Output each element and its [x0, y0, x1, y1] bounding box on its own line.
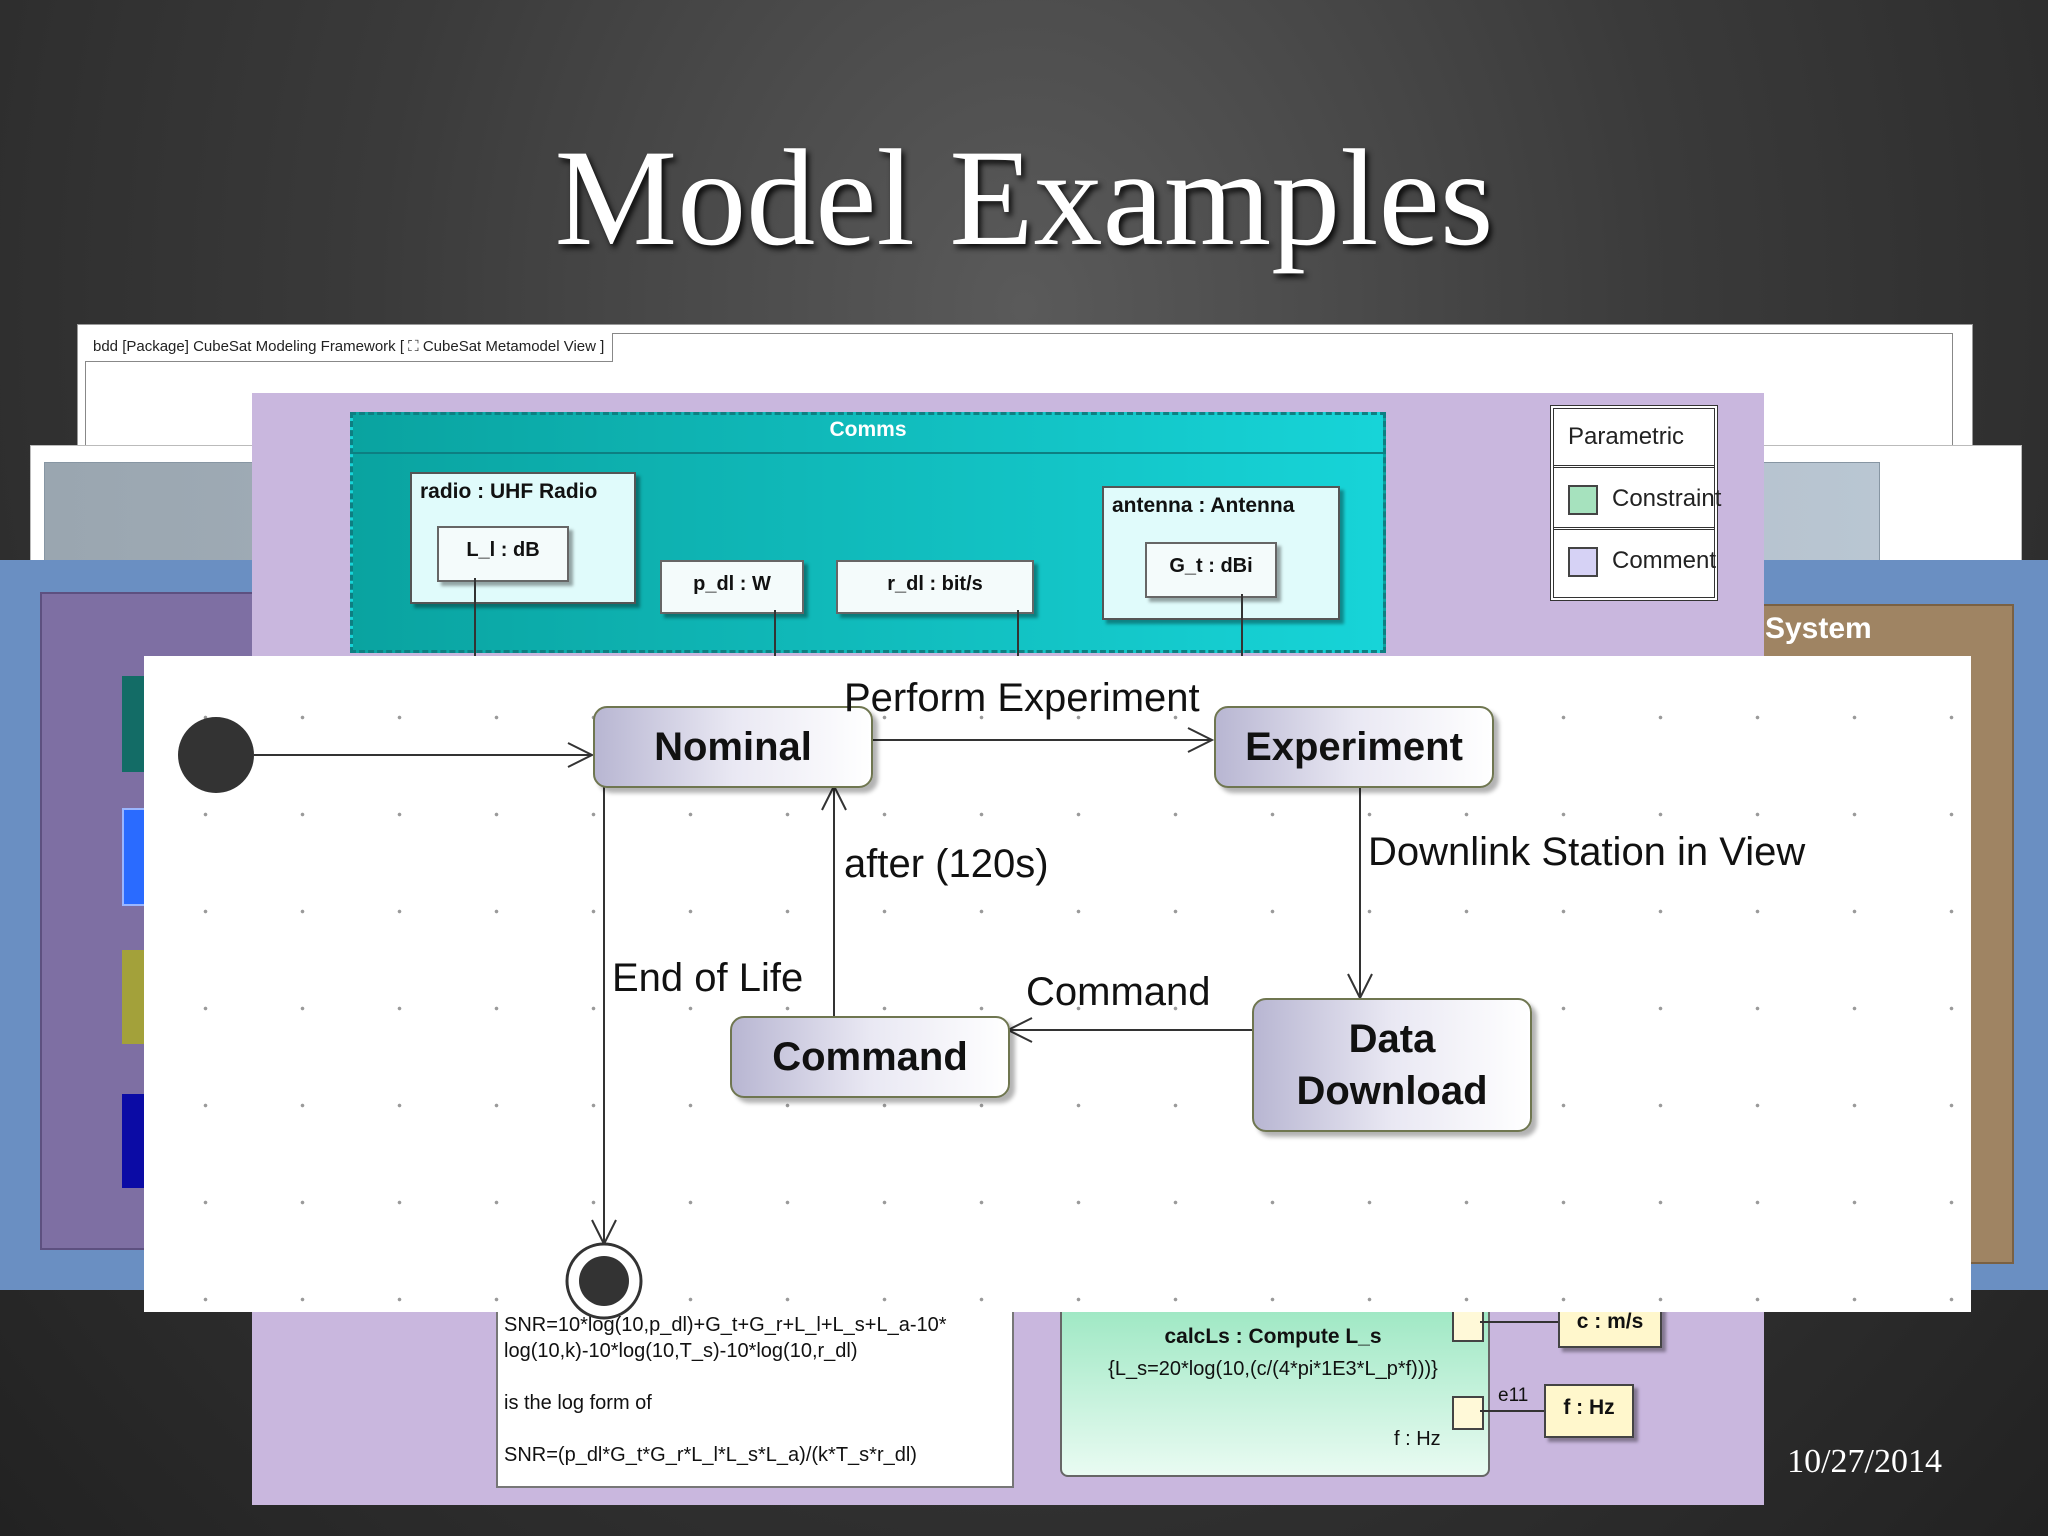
state-data-download-label: Data	[1348, 1017, 1436, 1061]
antenna-gain-property: G_t : dBi	[1145, 542, 1277, 598]
initial-state	[178, 717, 254, 793]
p-dl-property: p_dl : W	[660, 560, 804, 614]
legend-title: Parametric	[1568, 423, 1685, 450]
constraint-swatch	[1568, 485, 1598, 515]
state-machine-diagram	[144, 656, 1971, 1312]
state-experiment-label: Experiment	[1245, 725, 1463, 769]
calc-ls-expression: {L_s=20*log(10,(c/(4*pi*1E3*L_p*f)))}	[1108, 1358, 1438, 1380]
bdd-header: bdd [Package] CubeSat Modeling Framework…	[85, 333, 614, 362]
slide-date: 10/27/2014	[1787, 1443, 1942, 1480]
calc-ls-title: calcLs : Compute L_s	[1164, 1325, 1382, 1348]
parametric-legend: Parametric Constraint Comment	[1550, 405, 1722, 601]
antenna-title: antenna : Antenna	[1112, 494, 1295, 517]
transition-after-timeout: after (120s)	[844, 842, 1049, 886]
snr-line: SNR=(p_dl*G_t*G_r*L_l*L_s*L_a)/(k*T_s*r_…	[504, 1444, 917, 1466]
transition-command: Command	[1026, 970, 1211, 1014]
r-dl-property: r_dl : bit/s	[836, 560, 1034, 614]
radio-loss-property: L_l : dB	[437, 526, 569, 582]
transition-perform-experiment: Perform Experiment	[844, 676, 1200, 720]
comment-swatch	[1568, 547, 1598, 577]
calc-ls-constraint	[1060, 1290, 1490, 1477]
f-value-property: f : Hz	[1544, 1384, 1634, 1438]
legend-comment: Comment	[1612, 547, 1717, 574]
slide-title: Model Examples	[554, 121, 1494, 274]
snr-line: log(10,k)-10*log(10,T_s)-10*log(10,r_dl)	[504, 1340, 858, 1362]
final-state-core	[579, 1256, 629, 1306]
state-command[interactable]: Command	[730, 1016, 1010, 1098]
state-data-download[interactable]: Data Download	[1252, 998, 1532, 1132]
legend-divider	[1554, 465, 1714, 468]
e11-label: e11	[1498, 1385, 1529, 1406]
state-nominal-label: Nominal	[654, 725, 812, 769]
comms-divider	[350, 452, 1386, 454]
transition-downlink: Downlink Station in View	[1368, 830, 1806, 874]
legend-divider	[1554, 527, 1714, 530]
state-experiment[interactable]: Experiment	[1214, 706, 1494, 788]
f-port	[1452, 1396, 1484, 1430]
snr-line: SNR=10*log(10,p_dl)+G_t+G_r+L_l+L_s+L_a-…	[504, 1314, 947, 1336]
comms-title: Comms	[829, 418, 907, 441]
state-command-label: Command	[772, 1035, 968, 1079]
radio-title: radio : UHF Radio	[420, 480, 598, 503]
state-data-download-label: Download	[1296, 1069, 1488, 1113]
snr-comment: SNR=10*log(10,p_dl)+G_t+G_r+L_l+L_s+L_a-…	[496, 1300, 1014, 1488]
legend-constraint: Constraint	[1612, 485, 1722, 512]
state-nominal[interactable]: Nominal	[593, 706, 873, 788]
snr-line: is the log form of	[504, 1392, 652, 1414]
calc-port-label: f : Hz	[1394, 1428, 1441, 1450]
transition-end-of-life: End of Life	[612, 956, 804, 1000]
